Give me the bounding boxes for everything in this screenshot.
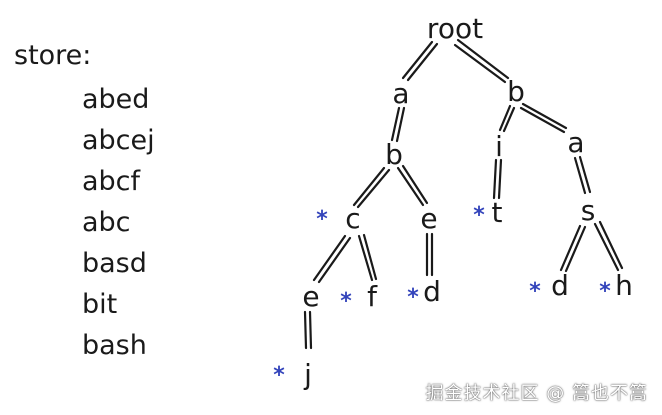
word-item: abcej (82, 125, 155, 156)
edge-line (303, 310, 308, 350)
edge-line (308, 310, 313, 350)
end-of-word-markers: * * * * * * * (273, 203, 611, 388)
watermark: 掘金技术社区 @ 篙也不篙 (425, 383, 648, 404)
node-bit: t (492, 196, 503, 229)
edge-line (497, 158, 503, 200)
word-item: abed (82, 84, 149, 115)
tree-nodes: root a b b i a c e t s e f d d h j (302, 12, 632, 391)
word-item: abc (82, 207, 131, 238)
node-bash: h (615, 269, 633, 302)
edge-line (390, 106, 401, 142)
edge-line (357, 234, 374, 282)
word-item: bit (82, 289, 117, 320)
word-item: abcf (82, 166, 142, 197)
tree-edges (303, 38, 624, 350)
edge-line (498, 104, 512, 132)
word-item: basd (82, 248, 147, 279)
node-a: a (392, 77, 409, 110)
edge-line (573, 156, 587, 195)
node-bi: i (495, 130, 503, 163)
node-abcf: f (367, 280, 378, 313)
node-root: root (427, 12, 483, 45)
node-basd: d (551, 269, 569, 302)
node-ab: b (385, 138, 403, 171)
node-abcej: j (303, 358, 312, 391)
edge-line (312, 234, 347, 282)
edge-line (352, 166, 386, 207)
node-bas: s (581, 194, 596, 227)
edge-line (593, 222, 620, 272)
edge-line (401, 164, 429, 205)
node-abc: c (345, 202, 360, 235)
edge-line (453, 43, 507, 84)
edge-line (456, 38, 510, 80)
end-marker-star-icon: * (316, 207, 328, 232)
edge-line (406, 42, 439, 82)
edge-line (521, 102, 568, 130)
end-marker-star-icon: * (340, 289, 352, 314)
node-ba: a (567, 126, 584, 159)
node-abce: e (302, 280, 319, 313)
edge-line (559, 224, 582, 272)
edge-line (362, 233, 378, 281)
edge-line (519, 106, 566, 134)
node-b: b (507, 75, 525, 108)
edge-line (564, 225, 587, 273)
end-marker-star-icon: * (529, 279, 541, 304)
edge-line (395, 106, 406, 143)
word-item: bash (82, 330, 147, 361)
store-label: store: (14, 40, 91, 71)
edge-line (401, 40, 434, 80)
end-marker-star-icon: * (273, 363, 285, 388)
node-abe: e (420, 202, 437, 235)
edge-line (598, 220, 624, 270)
end-marker-star-icon: * (473, 203, 485, 228)
end-marker-star-icon: * (407, 285, 419, 310)
edge-line (492, 158, 498, 200)
edge-line (578, 155, 592, 194)
edge-line (502, 106, 516, 133)
end-marker-star-icon: * (599, 279, 611, 304)
edge-line (317, 236, 352, 284)
edge-line (356, 168, 391, 209)
edge-line (396, 166, 425, 207)
node-abed: d (423, 275, 441, 308)
